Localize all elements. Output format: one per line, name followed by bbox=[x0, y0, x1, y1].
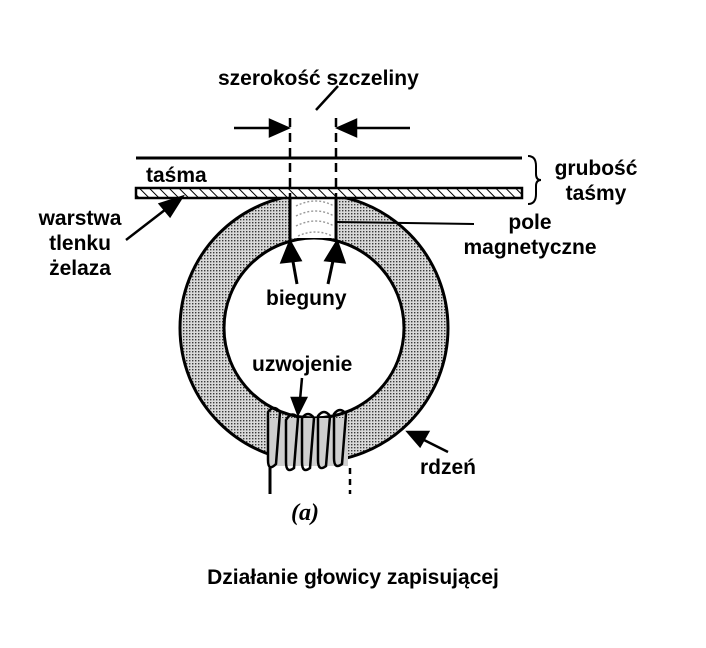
winding-coil bbox=[266, 406, 352, 494]
gap-width-arrows bbox=[234, 85, 410, 138]
oxide-layer-arrow bbox=[125, 194, 185, 241]
head-gap bbox=[288, 196, 338, 240]
magnetic-field-line-2: magnetyczne bbox=[463, 236, 597, 259]
oxide-layer-line-3: żelaza bbox=[49, 257, 111, 280]
core-label: rdzeń bbox=[420, 456, 477, 479]
gap-width-label: szerokość szczeliny bbox=[218, 67, 419, 90]
core-arrow bbox=[405, 430, 449, 454]
tape-thickness-line-2: taśmy bbox=[565, 182, 627, 205]
oxide-layer-line-2: tlenku bbox=[49, 232, 111, 255]
winding-arrow bbox=[290, 377, 309, 418]
tape-thickness-label: grubość taśmy bbox=[548, 156, 644, 206]
figure-tag: (a) bbox=[291, 500, 319, 526]
figure-caption: Działanie głowicy zapisującej bbox=[207, 566, 499, 589]
pole-arrows bbox=[279, 238, 347, 285]
magnetic-field-pointer bbox=[335, 221, 475, 225]
tape bbox=[134, 155, 542, 205]
tape-label: taśma bbox=[146, 164, 207, 187]
winding-label: uzwojenie bbox=[252, 353, 353, 376]
oxide-layer-line-1: warstwa bbox=[38, 207, 122, 230]
gap-guides bbox=[288, 118, 338, 200]
tape-thickness-line-1: grubość bbox=[554, 157, 638, 180]
poles-label: bieguny bbox=[266, 287, 347, 310]
oxide-layer-label: warstwa tlenku żelaza bbox=[30, 206, 130, 281]
magnetic-field-line-1: pole bbox=[508, 211, 552, 234]
magnetic-field-label: pole magnetyczne bbox=[460, 210, 600, 260]
